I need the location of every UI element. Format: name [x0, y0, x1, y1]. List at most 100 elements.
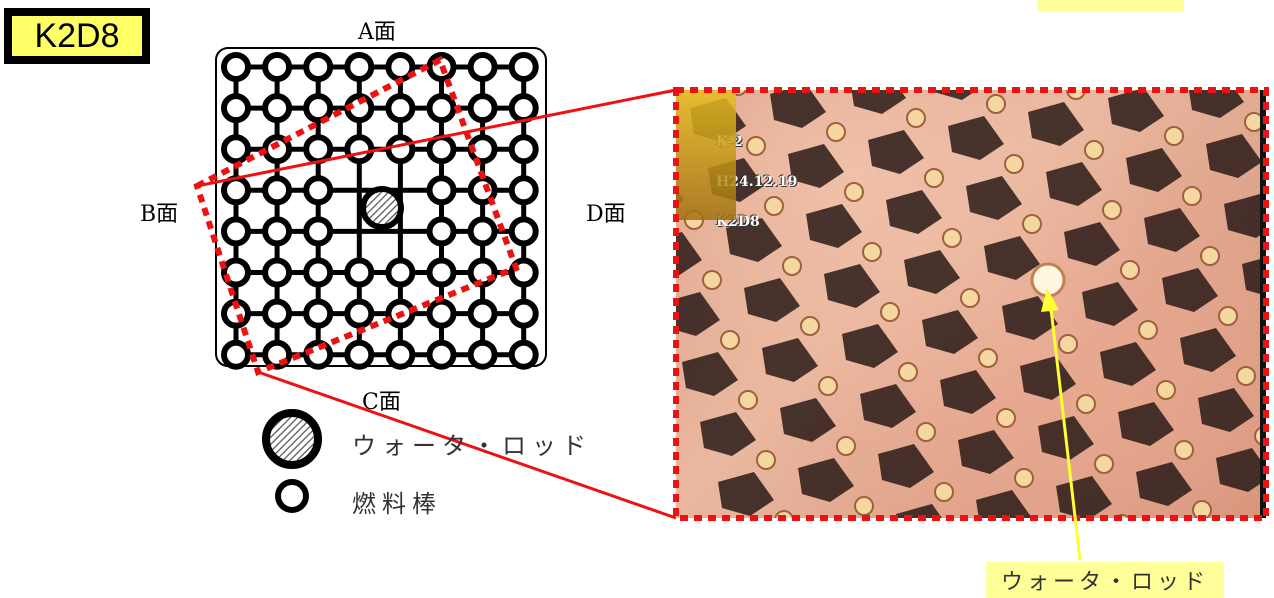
fuel-rod	[303, 52, 334, 82]
photo-rod-tip	[978, 348, 998, 368]
fuel-rod	[262, 257, 293, 288]
photo-hole	[1028, 102, 1084, 146]
legend-fuel-rod-label: 燃料棒	[352, 490, 442, 518]
connector-line-bottom	[257, 370, 677, 520]
fuel-rod	[221, 339, 251, 370]
photo-hole	[718, 472, 774, 516]
photo-rod-tip	[1102, 200, 1122, 220]
face-b-label: B面	[140, 202, 179, 227]
photo-rod-tip	[782, 256, 802, 276]
photo-rod-tip	[1120, 260, 1140, 280]
photo-rod-tip	[1014, 468, 1034, 488]
callout-arrow-line	[1048, 299, 1082, 561]
fuel-rod	[385, 257, 416, 288]
photo-hole	[806, 204, 862, 248]
photo-rod-tip	[942, 228, 962, 248]
photo-rod-tip	[756, 450, 776, 470]
photo-hole	[1020, 356, 1076, 400]
photo-rod-tip	[916, 422, 936, 442]
water-rod-callout: ウォータ・ロッド	[986, 562, 1224, 598]
photo-rod-tip	[1156, 380, 1176, 400]
photo-hole	[1056, 476, 1112, 518]
fuel-rod	[426, 298, 457, 329]
fuel-rod	[303, 175, 334, 206]
photo-rod-tip	[1200, 246, 1220, 266]
fuel-rod	[262, 52, 293, 82]
photo-hole	[1180, 328, 1236, 372]
fuel-rod	[262, 175, 293, 206]
photo-hole	[1206, 134, 1262, 178]
photo-texture	[676, 90, 1266, 518]
photo-hole	[676, 292, 720, 336]
photo-rod-tip	[826, 122, 846, 142]
fuel-rod	[303, 93, 334, 124]
fuel-rod	[508, 52, 539, 82]
fuel-rod	[303, 216, 334, 247]
photo-rod-tip	[1084, 140, 1104, 160]
photo-hole	[762, 338, 818, 382]
fuel-rod	[385, 93, 416, 124]
fuel-rod	[426, 175, 457, 206]
legend-water-rod-label: ウォータ・ロッド	[352, 432, 592, 460]
fuel-rod	[467, 298, 498, 329]
photo-hole	[1188, 90, 1244, 118]
face-a-label: A面	[358, 20, 396, 45]
photo-hole	[1144, 208, 1200, 252]
photo-rod-tip	[702, 270, 722, 290]
photo-rod-tip	[836, 436, 856, 456]
photo-rod-tip	[986, 94, 1006, 114]
photo-rod-tip	[844, 182, 864, 202]
photo-hole	[1100, 342, 1156, 386]
photo-hole	[682, 352, 738, 396]
fuel-rod	[303, 298, 334, 329]
photo-hole	[842, 324, 898, 368]
photo-hole	[824, 264, 880, 308]
photo-hole	[878, 444, 934, 488]
photo-rod-tip	[1004, 154, 1024, 174]
photo-rod-tip	[1192, 500, 1212, 518]
photo-rod-tip	[1236, 366, 1256, 386]
fuel-rod	[221, 134, 251, 165]
fuel-rod	[467, 93, 498, 124]
photo-rod-tip	[934, 482, 954, 502]
photo-hole	[922, 310, 978, 354]
fuel-rod	[221, 93, 251, 124]
fuel-rod	[221, 216, 251, 247]
fuel-rod	[385, 339, 416, 370]
photo-hole	[958, 430, 1014, 474]
photo-hole	[798, 458, 854, 502]
photo-hole	[896, 504, 942, 518]
callout-arrow-head	[1041, 288, 1059, 312]
fuel-rod	[344, 298, 375, 329]
photo-rod-tip	[924, 168, 944, 188]
fuel-rod	[344, 339, 375, 370]
photo-rod-tip	[720, 330, 740, 350]
inspection-photo: K-2 H24.12.19 K2D8	[676, 90, 1266, 518]
photo-rod-tip	[1182, 186, 1202, 206]
fuel-rod	[508, 298, 539, 329]
photo-rod-tip	[800, 316, 820, 336]
fuel-rod	[344, 257, 375, 288]
photo-overlay-line2: H24.12.19	[716, 174, 798, 190]
photo-rod-tip	[1218, 306, 1238, 326]
assembly-outline	[215, 47, 547, 367]
photo-hole	[984, 236, 1040, 280]
fuel-rod	[467, 339, 498, 370]
photo-hole	[788, 144, 844, 188]
photo-hole	[976, 490, 1032, 518]
fuel-rod	[426, 93, 457, 124]
photo-frame	[673, 87, 1269, 521]
photo-rod-tip	[898, 362, 918, 382]
fuel-rod	[467, 216, 498, 247]
photo-hole	[1064, 222, 1120, 266]
top-highlight-strip	[1038, 0, 1184, 12]
photo-rod-tip	[906, 108, 926, 128]
photo-rod-tip	[1138, 320, 1158, 340]
fuel-rod	[426, 257, 457, 288]
photo-hole	[868, 130, 924, 174]
fuel-rod	[221, 52, 251, 82]
photo-rod-tip	[738, 390, 758, 410]
connector-line-top	[196, 88, 677, 188]
